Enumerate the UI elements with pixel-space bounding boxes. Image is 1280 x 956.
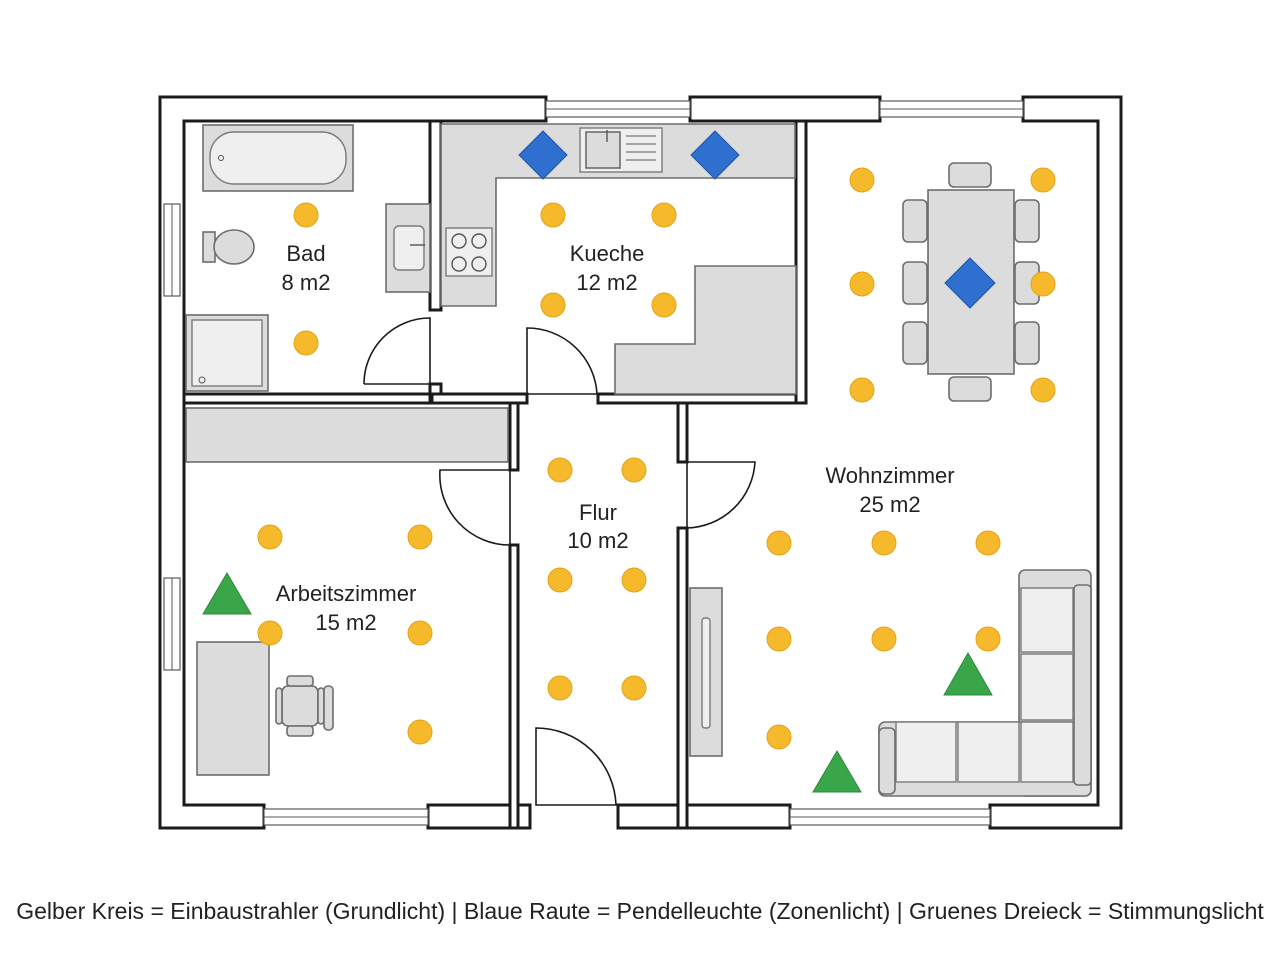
- room-name-bad: Bad: [286, 241, 325, 266]
- spotlight-marker: [257, 524, 283, 550]
- office-shelf: [185, 407, 509, 463]
- spotlight-marker: [766, 626, 792, 652]
- pendant-marker: [518, 130, 568, 180]
- toilet: [213, 229, 255, 265]
- outer-walls: [158, 95, 1123, 830]
- pendelleuchte-group: [518, 130, 996, 309]
- spotlight-marker: [766, 530, 792, 556]
- dining-chairs: [902, 162, 1040, 402]
- room-name-wohnzimmer: Wohnzimmer: [825, 463, 954, 488]
- door-office: [439, 469, 511, 546]
- spotlight-marker: [621, 457, 647, 483]
- spotlight-marker: [547, 675, 573, 701]
- bathroom-furniture: [185, 124, 431, 392]
- office-furniture: [185, 407, 509, 776]
- spotlight-marker: [651, 292, 677, 318]
- spotlight-marker: [849, 377, 875, 403]
- spotlight-marker: [293, 202, 319, 228]
- mood-light-marker: [943, 651, 993, 696]
- office-chair: [275, 675, 334, 737]
- room-area-arbeitszimmer: 15 m2: [315, 610, 376, 635]
- room-name-arbeitszimmer: Arbeitszimmer: [276, 581, 417, 606]
- spotlight-marker: [871, 530, 897, 556]
- pendant-marker: [944, 257, 996, 309]
- windows: [163, 100, 1024, 826]
- pendant-marker: [690, 130, 740, 180]
- spotlight-marker: [621, 675, 647, 701]
- kitchen-island: [614, 265, 797, 395]
- einbaustrahler-group: [257, 167, 1056, 750]
- spotlight-marker: [651, 202, 677, 228]
- legend-text: Gelber Kreis = Einbaustrahler (Grundlich…: [16, 898, 1264, 924]
- mood-light-marker: [202, 572, 252, 615]
- desk: [196, 641, 270, 776]
- spotlight-marker: [540, 292, 566, 318]
- door-entrance: [535, 727, 617, 806]
- room-area-bad: 8 m2: [282, 270, 331, 295]
- spotlight-marker: [1030, 377, 1056, 403]
- spotlight-marker: [407, 524, 433, 550]
- door-kitchen: [526, 327, 598, 395]
- living-furniture: [689, 162, 1092, 797]
- spotlight-marker: [407, 719, 433, 745]
- spotlight-marker: [975, 626, 1001, 652]
- doors: [363, 317, 756, 806]
- room-name-kueche: Kueche: [570, 241, 645, 266]
- sideboard: [689, 587, 723, 757]
- door-bath: [363, 317, 431, 385]
- spotlight-marker: [766, 724, 792, 750]
- interior-walls: [182, 119, 808, 830]
- spotlight-marker: [871, 626, 897, 652]
- spotlight-marker: [975, 530, 1001, 556]
- floor-plan: Bad 8 m2 Kueche 12 m2 Wohnzimmer 25 m2 F…: [158, 95, 1123, 830]
- door-living: [686, 461, 756, 529]
- room-labels: Bad 8 m2 Kueche 12 m2 Wohnzimmer 25 m2 F…: [276, 241, 955, 635]
- spotlight-marker: [547, 457, 573, 483]
- room-area-flur: 10 m2: [567, 528, 628, 553]
- room-area-kueche: 12 m2: [576, 270, 637, 295]
- stove: [445, 227, 493, 277]
- room-name-flur: Flur: [579, 500, 617, 525]
- spotlight-marker: [257, 620, 283, 646]
- sofa: [878, 569, 1092, 797]
- spotlight-marker: [293, 330, 319, 356]
- mood-light-marker: [812, 750, 862, 793]
- stimmungslicht-group: [202, 572, 993, 793]
- spotlight-marker: [1030, 271, 1056, 297]
- spotlight-marker: [407, 620, 433, 646]
- spotlight-marker: [540, 202, 566, 228]
- spotlight-marker: [547, 567, 573, 593]
- spotlight-marker: [621, 567, 647, 593]
- room-area-wohnzimmer: 25 m2: [859, 492, 920, 517]
- spotlight-marker: [849, 167, 875, 193]
- spotlight-marker: [849, 271, 875, 297]
- spotlight-marker: [1030, 167, 1056, 193]
